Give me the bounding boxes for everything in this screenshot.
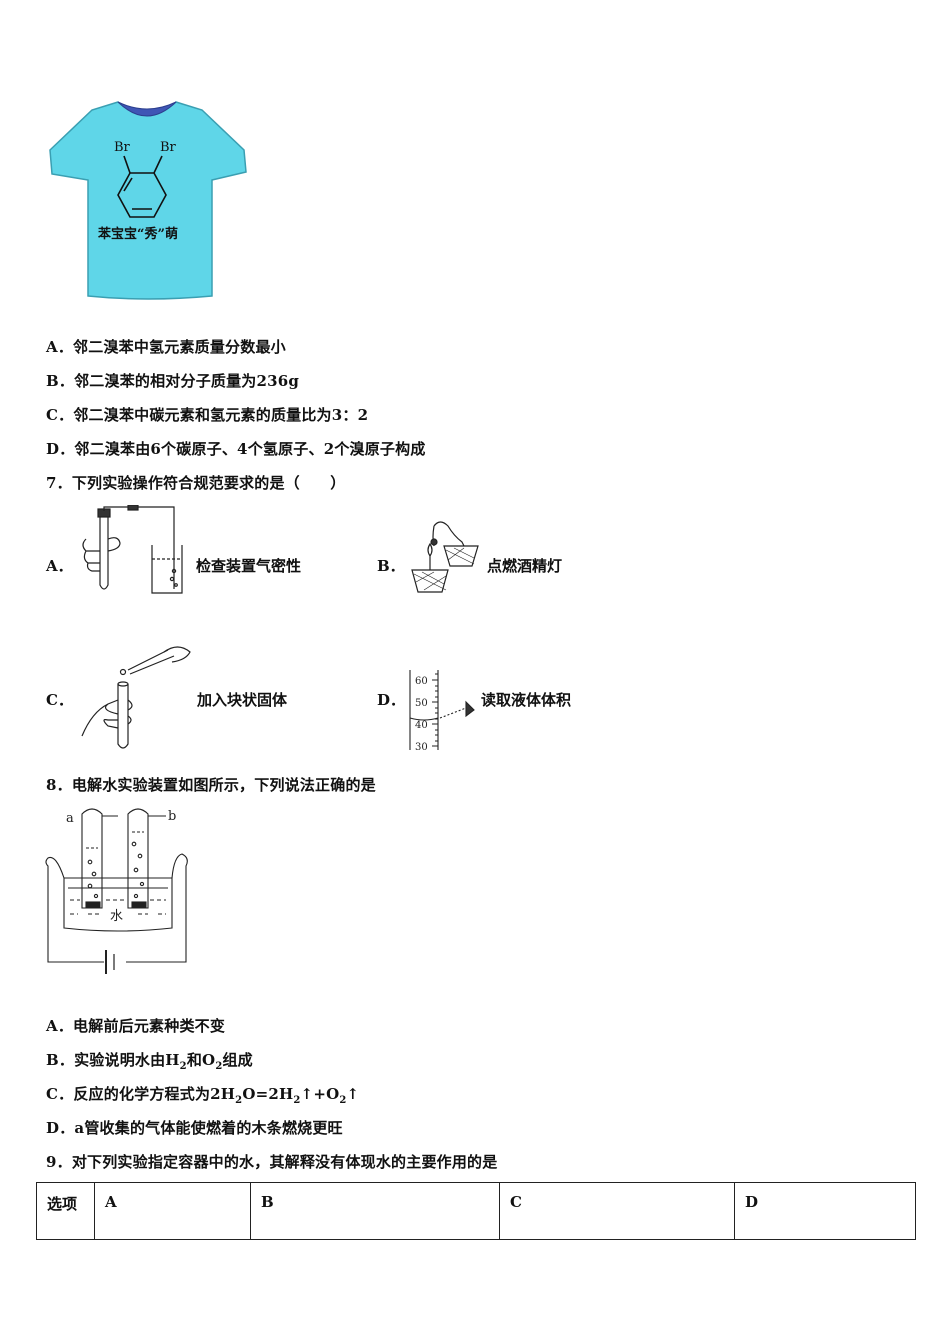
q8-option-a: A．电解前后元素种类不变: [46, 1017, 226, 1035]
br-right-label: Br: [160, 140, 177, 155]
q7-a-airtightness-figure: [82, 505, 183, 594]
cylinder-tick-40: 40: [415, 720, 428, 731]
water-label: 水: [110, 909, 123, 924]
br-left-label: Br: [114, 140, 131, 155]
q8-option-d: D．a管收集的气体能使燃着的木条燃烧更旺: [46, 1119, 343, 1137]
q7-d-graduated-cylinder-figure: 60 50 40 30: [409, 670, 475, 750]
q7-option-d-letter: D．: [377, 691, 406, 709]
table-row: 选项 A B C D: [36, 1182, 916, 1240]
table-header-option: 选项: [36, 1182, 95, 1240]
q6-option-d: D．邻二溴苯由6个碳原子、4个氢原子、2个溴原子构成: [46, 440, 426, 458]
q7-c-add-solid-figure: [81, 646, 191, 749]
q7-option-c-letter: C．: [46, 691, 73, 709]
q7-b-alcohol-lamp-figure: [411, 521, 479, 593]
q7-option-a-letter: A．: [46, 557, 73, 575]
q8-option-c: C．反应的化学方程式为2H2O=2H2↑+O2↑: [46, 1085, 360, 1106]
benzene-ring: [117, 155, 167, 218]
tshirt-figure: Br Br 苯宝宝“秀”萌: [49, 101, 247, 300]
q9-options-table: 选项 A B C D: [36, 1182, 916, 1240]
tube-label-a: a: [66, 811, 74, 826]
tshirt-caption: 苯宝宝“秀”萌: [97, 226, 178, 242]
table-header-a: A: [94, 1182, 251, 1240]
cylinder-tick-60: 60: [415, 676, 428, 687]
q7-question: 7．下列实验操作符合规范要求的是（ ）: [46, 474, 346, 492]
q9-question: 9．对下列实验指定容器中的水，其解释没有体现水的主要作用的是: [46, 1153, 498, 1171]
tshirt-shape: [49, 101, 247, 300]
q7-option-d-caption: 读取液体体积: [481, 691, 572, 709]
q8-electrolysis-figure: a b 水: [45, 808, 188, 974]
q8-option-b: B．实验说明水由H2和O2组成: [46, 1051, 253, 1072]
q7-option-b-letter: B．: [377, 557, 405, 575]
q6-option-c: C．邻二溴苯中碳元素和氢元素的质量比为3：2: [46, 406, 369, 424]
q8-question: 8．电解水实验装置如图所示，下列说法正确的是: [46, 776, 376, 794]
table-header-d: D: [734, 1182, 916, 1240]
cylinder-tick-30: 30: [415, 742, 428, 750]
q6-option-a: A．邻二溴苯中氢元素质量分数最小: [46, 338, 286, 356]
table-header-c: C: [499, 1182, 735, 1240]
q7-option-b-caption: 点燃酒精灯: [487, 557, 563, 575]
cylinder-tick-50: 50: [415, 698, 428, 709]
q7-option-c-caption: 加入块状固体: [197, 691, 288, 709]
q6-option-b: B．邻二溴苯的相对分子质量为236g: [46, 372, 300, 390]
table-header-b: B: [250, 1182, 500, 1240]
tube-label-b: b: [168, 809, 176, 824]
q7-option-a-caption: 检查装置气密性: [196, 557, 302, 575]
tshirt-collar: [117, 101, 177, 117]
